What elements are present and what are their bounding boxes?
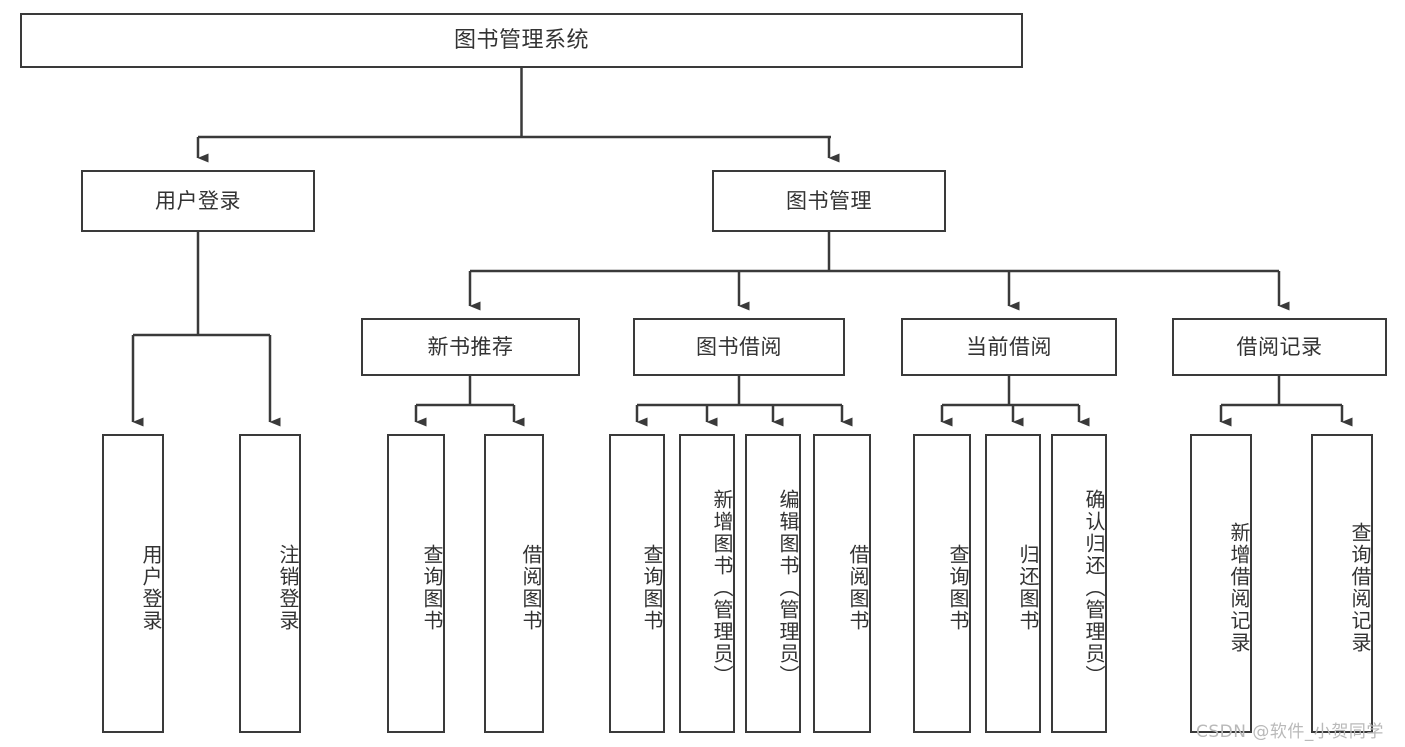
node-user-login-label: 用户登录: [155, 188, 241, 213]
node-leaf-borrow-book-1-label: 借阅图书: [519, 543, 543, 632]
node-book-borrow[interactable]: 图书借阅: [633, 318, 845, 376]
node-root[interactable]: 图书管理系统: [20, 13, 1023, 68]
node-leaf-add-book-label: 新增图书（管理员）: [710, 488, 734, 687]
node-leaf-user-login-label: 用户登录: [139, 543, 163, 632]
node-leaf-user-login[interactable]: 用户登录: [102, 434, 164, 733]
node-book-manage-label: 图书管理: [786, 188, 872, 213]
node-leaf-add-record-label: 新增借阅记录: [1227, 521, 1251, 654]
node-leaf-edit-book-label: 编辑图书（管理员）: [776, 488, 800, 687]
node-book-borrow-label: 图书借阅: [696, 334, 782, 359]
node-leaf-query-record-label: 查询借阅记录: [1348, 521, 1372, 654]
node-leaf-query-book-3[interactable]: 查询图书: [913, 434, 971, 733]
node-leaf-add-book[interactable]: 新增图书（管理员）: [679, 434, 735, 733]
node-leaf-query-record[interactable]: 查询借阅记录: [1311, 434, 1373, 733]
node-leaf-query-book-1[interactable]: 查询图书: [387, 434, 445, 733]
node-current-borrow-label: 当前借阅: [966, 334, 1052, 359]
node-current-borrow[interactable]: 当前借阅: [901, 318, 1117, 376]
node-leaf-query-book-2-label: 查询图书: [640, 543, 664, 632]
node-leaf-borrow-book-2[interactable]: 借阅图书: [813, 434, 871, 733]
node-leaf-edit-book[interactable]: 编辑图书（管理员）: [745, 434, 801, 733]
node-user-login[interactable]: 用户登录: [81, 170, 315, 232]
node-leaf-logout[interactable]: 注销登录: [239, 434, 301, 733]
node-leaf-return-book-label: 归还图书: [1016, 543, 1040, 632]
node-leaf-logout-label: 注销登录: [276, 543, 300, 632]
node-leaf-return-book[interactable]: 归还图书: [985, 434, 1041, 733]
node-new-book-rec[interactable]: 新书推荐: [361, 318, 580, 376]
node-leaf-confirm-return-label: 确认归还（管理员）: [1082, 488, 1106, 687]
node-borrow-record-label: 借阅记录: [1236, 334, 1323, 359]
watermark-text: CSDN @软件_小贺同学: [1196, 722, 1384, 742]
node-new-book-rec-label: 新书推荐: [427, 334, 514, 359]
node-leaf-query-book-2[interactable]: 查询图书: [609, 434, 665, 733]
node-leaf-add-record[interactable]: 新增借阅记录: [1190, 434, 1252, 733]
node-leaf-borrow-book-2-label: 借阅图书: [846, 543, 870, 632]
node-leaf-confirm-return[interactable]: 确认归还（管理员）: [1051, 434, 1107, 733]
node-leaf-borrow-book-1[interactable]: 借阅图书: [484, 434, 544, 733]
node-borrow-record[interactable]: 借阅记录: [1172, 318, 1387, 376]
node-book-manage[interactable]: 图书管理: [712, 170, 946, 232]
node-root-label: 图书管理系统: [453, 27, 589, 53]
node-leaf-query-book-1-label: 查询图书: [420, 543, 444, 632]
node-leaf-query-book-3-label: 查询图书: [946, 543, 970, 632]
